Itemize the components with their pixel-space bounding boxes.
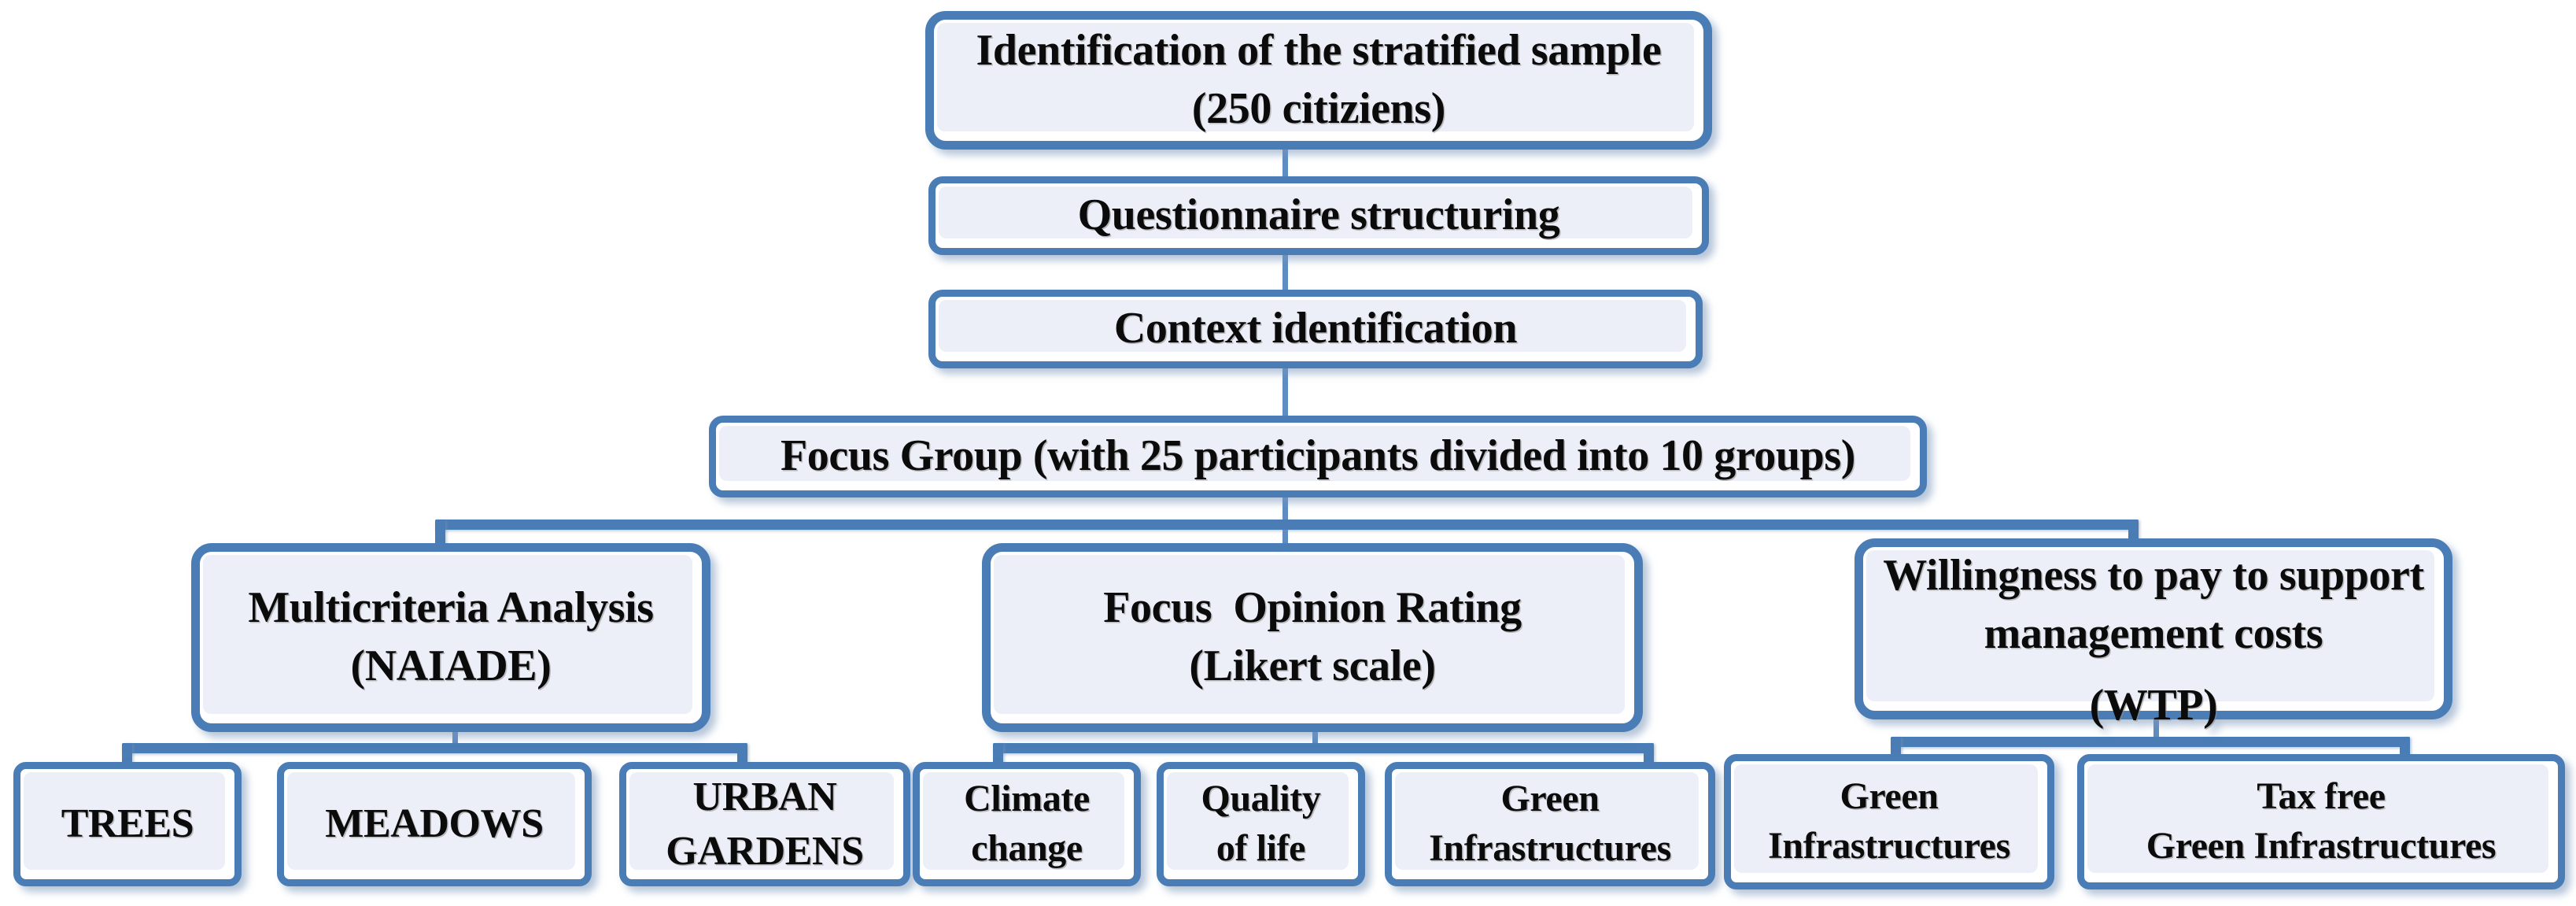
node-quality-of-life-line1: Quality — [1201, 777, 1321, 819]
node-focus-group-line1: Focus Group (with 25 participants divide… — [780, 431, 1856, 481]
node-focus-opinion-rating-fill — [994, 555, 1625, 714]
node-willingness-to-pay[interactable]: Willingness to pay to support management… — [1854, 538, 2452, 727]
node-identification-label: Identification of the stratified sample … — [934, 20, 1703, 141]
node-focus-opinion-rating-line2: (Likert scale) — [1189, 642, 1436, 691]
connector-level3-bus — [435, 520, 2139, 530]
connector-opinionrating-stem — [1312, 721, 1318, 743]
node-quality-of-life-label: Quality of life — [1164, 769, 1358, 879]
node-tax-free-green-infrastructures-line1: Tax free — [2257, 775, 2386, 817]
connector-questionnaire-to-context — [1282, 252, 1288, 290]
node-urban-gardens-line2: GARDENS — [666, 828, 864, 874]
node-identification[interactable]: Identification of the stratified sample … — [925, 11, 1712, 150]
node-climate-change-fill — [923, 772, 1124, 870]
connector-identification-to-questionnaire — [1282, 139, 1288, 178]
node-questionnaire-label: Questionnaire structuring — [936, 183, 1702, 248]
node-identification-line1: Identification of the stratified sample — [976, 26, 1662, 76]
node-trees[interactable]: TREES — [13, 762, 242, 886]
node-green-infrastructures-wtp-line2: Infrastructures — [1768, 825, 2010, 867]
node-questionnaire-fill — [939, 187, 1692, 239]
node-green-infrastructures-wtp-fill — [1734, 764, 2038, 873]
node-identification-fill — [937, 23, 1694, 131]
node-quality-of-life-fill — [1167, 772, 1349, 870]
node-green-infrastructures-wtp-line1: Green — [1840, 775, 1939, 817]
node-meadows[interactable]: MEADOWS — [277, 762, 592, 886]
node-quality-of-life-line2: of life — [1216, 827, 1306, 870]
node-green-infrastructures-likert[interactable]: Green Infrastructures — [1385, 762, 1715, 886]
node-tax-free-green-infrastructures[interactable]: Tax free Green Infrastructures — [2077, 754, 2565, 889]
node-willingness-to-pay-line3: (WTP) — [2089, 680, 2218, 730]
node-green-infrastructures-wtp[interactable]: Green Infrastructures — [1724, 754, 2054, 889]
node-multicriteria-analysis-fill — [203, 555, 692, 714]
node-green-infrastructures-likert-line1: Green — [1500, 777, 1600, 819]
connector-mca-right-drop — [737, 743, 747, 765]
node-context-identification-line1: Context identification — [1113, 304, 1518, 353]
connector-multicriteria-stem — [452, 721, 458, 743]
node-context-identification-label: Context identification — [936, 297, 1696, 361]
node-questionnaire-line1: Questionnaire structuring — [1077, 190, 1560, 240]
node-multicriteria-analysis[interactable]: Multicriteria Analysis (NAIADE) — [191, 543, 710, 732]
node-focus-group-label: Focus Group (with 25 participants divide… — [716, 423, 1920, 490]
connector-mca-left-drop — [122, 743, 132, 765]
node-meadows-label: MEADOWS — [284, 769, 585, 879]
node-green-infrastructures-likert-line2: Infrastructures — [1429, 827, 1671, 870]
node-questionnaire[interactable]: Questionnaire structuring — [928, 176, 1709, 255]
connector-context-to-focusgroup — [1282, 368, 1288, 416]
node-context-identification[interactable]: Context identification — [928, 290, 1703, 368]
node-urban-gardens[interactable]: URBAN GARDENS — [619, 762, 910, 886]
node-climate-change[interactable]: Climate change — [913, 762, 1141, 886]
node-tax-free-green-infrastructures-label: Tax free Green Infrastructures — [2084, 761, 2558, 882]
node-green-infrastructures-likert-fill — [1395, 772, 1699, 870]
node-trees-fill — [24, 772, 225, 870]
connector-wtp-stem — [2153, 713, 2159, 737]
node-focus-group[interactable]: Focus Group (with 25 participants divide… — [709, 416, 1927, 497]
node-multicriteria-analysis-line1: Multicriteria Analysis — [248, 583, 654, 633]
connector-likert-children-bus — [993, 743, 1654, 753]
node-green-infrastructures-likert-label: Green Infrastructures — [1392, 769, 1708, 879]
node-identification-line2: (250 citiziens) — [1191, 84, 1446, 134]
node-multicriteria-analysis-line2: (NAIADE) — [350, 642, 552, 691]
node-climate-change-line1: Climate — [964, 777, 1090, 819]
node-urban-gardens-line1: URBAN — [692, 775, 837, 820]
connector-likert-right-drop — [1644, 743, 1654, 765]
node-quality-of-life[interactable]: Quality of life — [1157, 762, 1365, 886]
connector-wtp-right-drop — [2400, 737, 2410, 759]
node-tax-free-green-infrastructures-fill — [2087, 764, 2548, 873]
node-willingness-to-pay-line2: management costs — [1984, 608, 2323, 658]
node-focus-group-fill — [719, 426, 1910, 481]
node-focus-opinion-rating[interactable]: Focus Opinion Rating (Likert scale) — [982, 543, 1643, 732]
connector-wtp-left-drop — [1891, 737, 1901, 759]
node-meadows-line1: MEADOWS — [325, 801, 544, 847]
node-context-identification-fill — [939, 300, 1686, 352]
node-climate-change-label: Climate change — [920, 769, 1134, 879]
node-willingness-to-pay-line1: Willingness to pay to support — [1883, 551, 2424, 600]
node-willingness-to-pay-label: Willingness to pay to support management… — [1863, 547, 2444, 727]
node-climate-change-line2: change — [971, 827, 1083, 870]
connector-mca-children-bus — [122, 743, 747, 753]
connector-level3-left-drop — [435, 520, 445, 549]
node-urban-gardens-label: URBAN GARDENS — [626, 769, 903, 879]
node-willingness-to-pay-fill — [1866, 550, 2434, 701]
node-trees-line1: TREES — [61, 801, 194, 847]
connector-wtp-children-bus — [1891, 737, 2410, 747]
connector-likert-left-drop — [993, 743, 1003, 765]
node-focus-opinion-rating-line1: Focus Opinion Rating — [1103, 583, 1522, 633]
node-urban-gardens-fill — [629, 772, 894, 870]
node-meadows-fill — [287, 772, 575, 870]
node-trees-label: TREES — [20, 769, 234, 879]
node-focus-opinion-rating-label: Focus Opinion Rating (Likert scale) — [991, 552, 1634, 723]
node-multicriteria-analysis-label: Multicriteria Analysis (NAIADE) — [200, 552, 702, 723]
node-tax-free-green-infrastructures-line2: Green Infrastructures — [2146, 825, 2497, 867]
node-green-infrastructures-wtp-label: Green Infrastructures — [1731, 761, 2047, 882]
